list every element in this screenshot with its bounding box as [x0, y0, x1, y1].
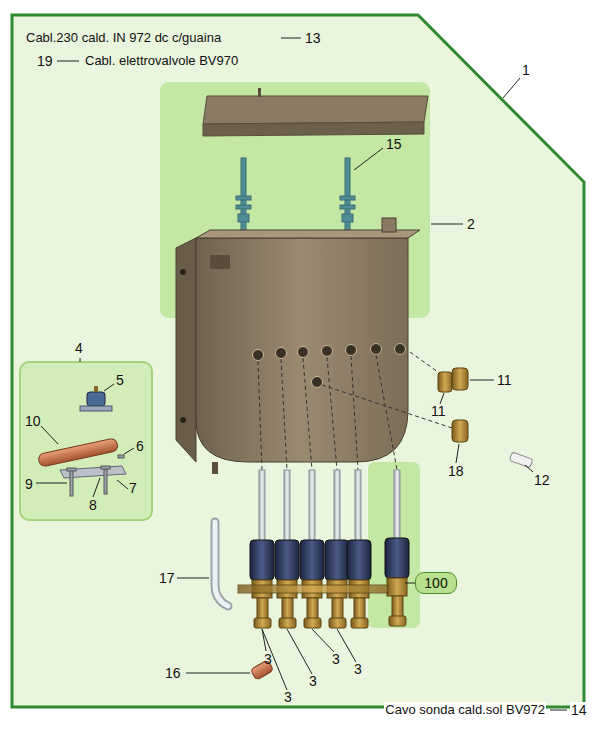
boiler-body	[176, 218, 420, 474]
callout-number: 6	[135, 438, 145, 454]
tube	[215, 522, 228, 606]
valve-tube	[259, 470, 400, 542]
callout-number: 16	[164, 665, 182, 681]
callout-number: 2	[466, 216, 476, 232]
callout-number: 18	[447, 463, 465, 479]
callout-number: 8	[88, 497, 98, 513]
callout-number: 3	[308, 673, 318, 689]
assembly-outline	[12, 15, 584, 707]
callout-number: 19	[36, 53, 54, 69]
thermostat-group-box	[20, 362, 152, 520]
callout-number: 4	[74, 340, 84, 356]
callout-number: 11	[430, 403, 447, 419]
callout-number: 3	[331, 651, 341, 667]
probe	[509, 452, 533, 468]
callout-number: 9	[24, 476, 34, 492]
callout-box: 100	[415, 572, 456, 594]
boiler-lid	[203, 88, 428, 136]
valve-group-highlight	[368, 462, 420, 628]
callout-number: 3	[283, 689, 293, 705]
callout-number: 13	[304, 30, 322, 46]
part-caption: Cabl.230 cald. IN 972 dc c/guaina	[25, 30, 222, 46]
thermostat	[80, 386, 112, 411]
callout-number: 11	[496, 372, 513, 388]
callout-number: 10	[24, 413, 42, 429]
callout-number: 15	[385, 136, 403, 152]
callout-number: 7	[128, 480, 138, 496]
screw	[67, 455, 124, 496]
solenoid-valve	[238, 538, 409, 628]
callout-number: 3	[353, 661, 363, 677]
callout-number: 12	[533, 472, 551, 488]
callout-number: 1	[521, 62, 531, 78]
callout-number: 5	[115, 372, 125, 388]
alignment-line	[258, 352, 452, 470]
callout-number: 17	[158, 570, 176, 586]
callout-number: 3	[263, 651, 273, 667]
leader-line	[36, 38, 567, 710]
part-caption: Cavo sonda cald.sol BV972	[384, 702, 546, 718]
heating-tube	[38, 438, 119, 467]
callout-number: 14	[570, 702, 588, 718]
callout-number: 100	[424, 575, 447, 591]
part-caption: Cabl. elettrovalvole BV970	[84, 53, 239, 69]
